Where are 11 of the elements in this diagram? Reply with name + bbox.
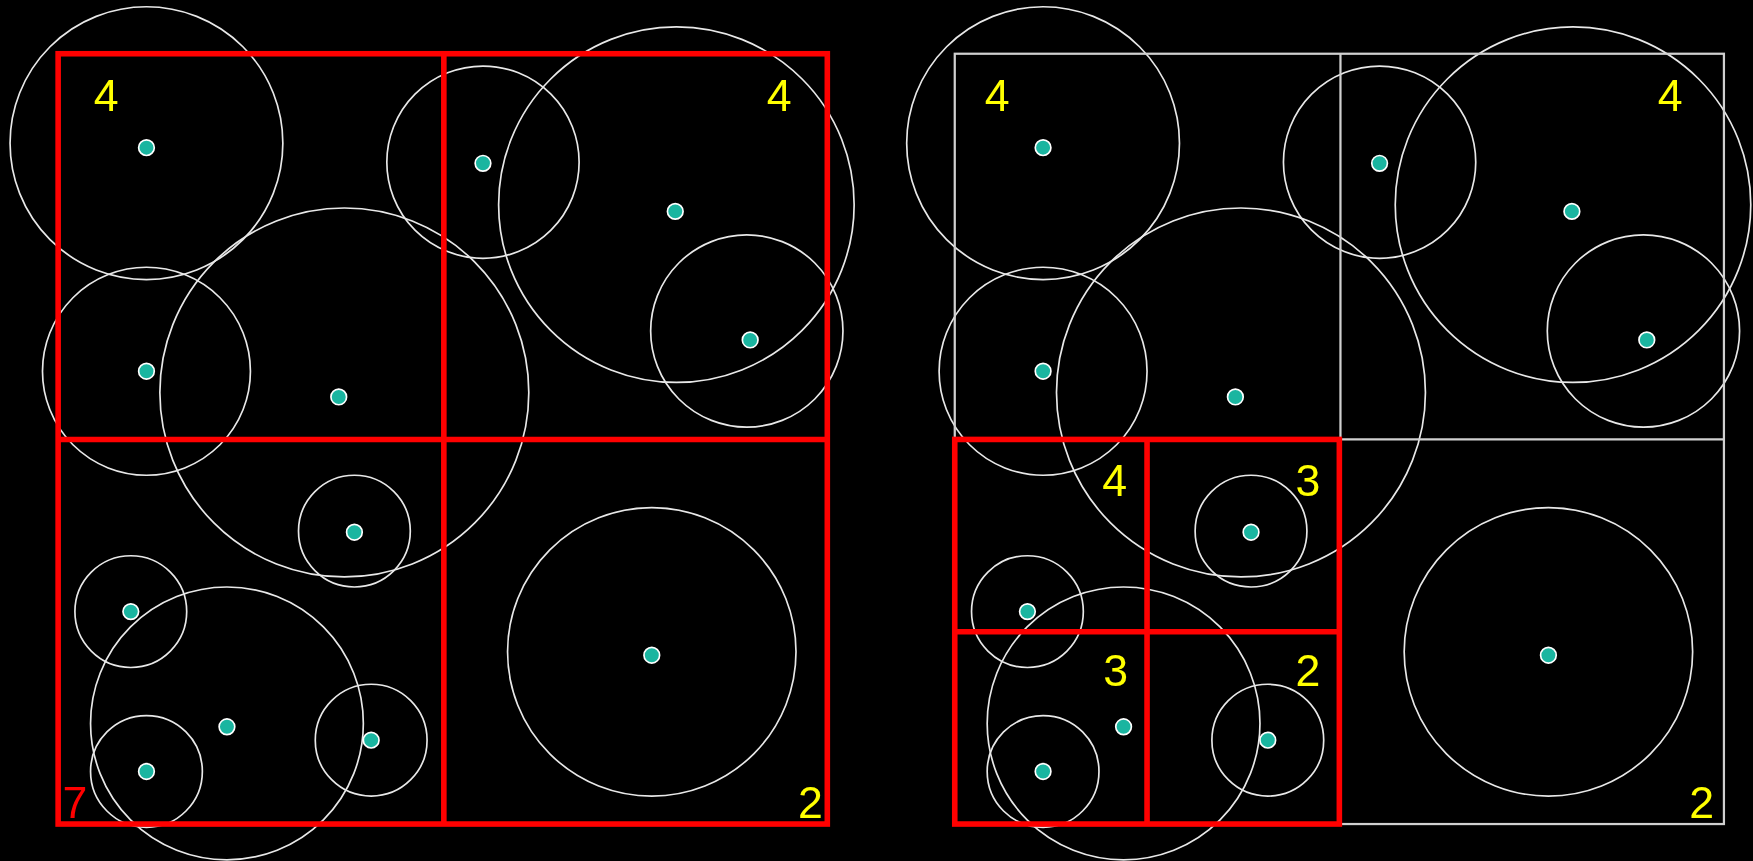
count-label: 2 (1295, 646, 1321, 696)
count-label: 3 (1295, 456, 1321, 506)
count-label: 3 (1103, 646, 1129, 696)
count-label: 2 (798, 778, 823, 828)
count-label: 7 (62, 778, 88, 828)
count-label: 4 (766, 70, 792, 120)
count-label: 4 (1657, 70, 1683, 120)
count-label: 4 (1102, 456, 1128, 506)
count-label: 4 (93, 70, 119, 120)
count-label: 2 (1689, 778, 1714, 828)
count-label: 4 (984, 70, 1010, 120)
